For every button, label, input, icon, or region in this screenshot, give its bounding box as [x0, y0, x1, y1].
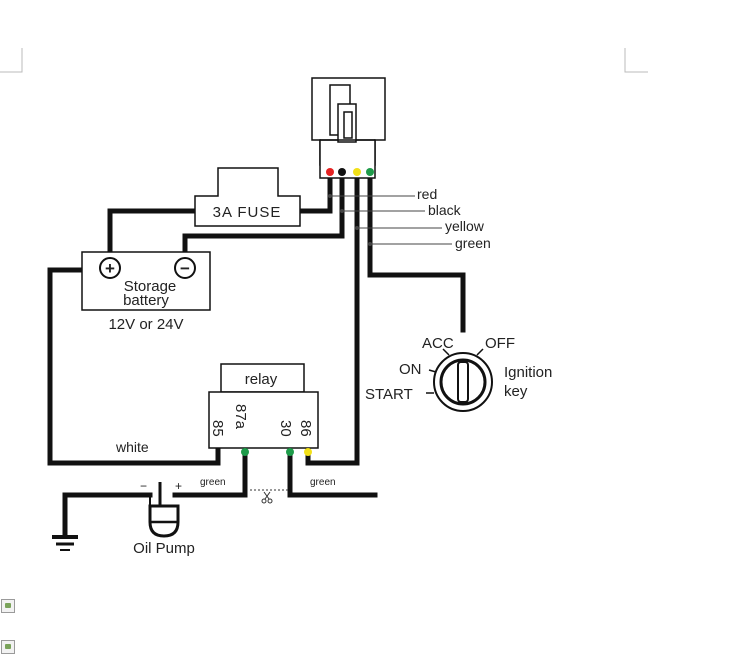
ignition-on: ON [399, 361, 422, 378]
fuse-label: 3A FUSE [213, 204, 282, 221]
pin-red [326, 168, 334, 176]
wire-label-white: white [115, 439, 149, 455]
pin-green [366, 168, 374, 176]
wire-label-green-left: green [200, 477, 226, 488]
wire-white [47, 267, 221, 466]
wire-label-green: green [455, 235, 491, 251]
thick-wires [47, 177, 466, 538]
oil-pump-label: Oil Pump [133, 540, 195, 557]
wire-red [297, 177, 333, 214]
wire-label-red: red [417, 186, 437, 202]
battery-label-line2: battery [123, 292, 169, 309]
relay-pin-87a: 87a [232, 404, 249, 430]
relay-pin-87a-dot [241, 448, 249, 456]
wire-label-green-right: green [310, 477, 336, 488]
battery-negative-terminal: − [174, 257, 196, 279]
wire-fuse-to-battery [107, 208, 198, 255]
wire-leader-dots [328, 194, 372, 246]
ignition-key-switch: ACC OFF ON START Ignition key [365, 335, 552, 412]
relay: relay 85 87a 30 86 [208, 363, 319, 456]
broken-image-icon [1, 640, 15, 654]
battery-positive-terminal: + [99, 257, 121, 279]
crop-marks [0, 48, 648, 73]
relay-pin-30-dot [286, 448, 294, 456]
wire-label-yellow: yellow [445, 218, 485, 234]
ignition-acc: ACC [422, 335, 454, 352]
scissors-icon [261, 491, 273, 504]
svg-text:−: − [180, 259, 190, 278]
wire-green-left [172, 449, 248, 498]
pin-black [338, 168, 346, 176]
wire-ground [62, 492, 153, 538]
relay-pin-86-dot [304, 448, 312, 456]
pin-yellow [353, 168, 361, 176]
wire-label-black: black [428, 202, 462, 218]
battery-label-line1: Storage [124, 278, 177, 295]
ignition-off: OFF [485, 335, 515, 352]
relay-pin-86: 86 [297, 420, 314, 437]
wire-black [182, 177, 345, 255]
connector [311, 77, 386, 179]
ignition-start: START [365, 386, 413, 403]
storage-battery: + − Storage battery 12V or 24V [81, 251, 211, 333]
relay-pin-85: 85 [209, 420, 226, 437]
fuse: 3A FUSE [194, 167, 301, 227]
ignition-label-line2: key [504, 383, 528, 400]
oil-pump: − + Oil Pump [133, 479, 195, 557]
svg-text:+: + [105, 259, 115, 278]
oil-pump-plus: + [175, 479, 182, 493]
battery-voltage: 12V or 24V [108, 316, 183, 333]
broken-image-icon [1, 599, 15, 613]
wire-leaders [330, 195, 452, 245]
ground-icon [52, 535, 78, 551]
oil-pump-minus: − [140, 479, 147, 493]
ignition-label-line1: Ignition [504, 364, 552, 381]
relay-label: relay [245, 371, 278, 388]
relay-pin-30: 30 [277, 420, 294, 437]
wire-green-right [287, 449, 378, 498]
